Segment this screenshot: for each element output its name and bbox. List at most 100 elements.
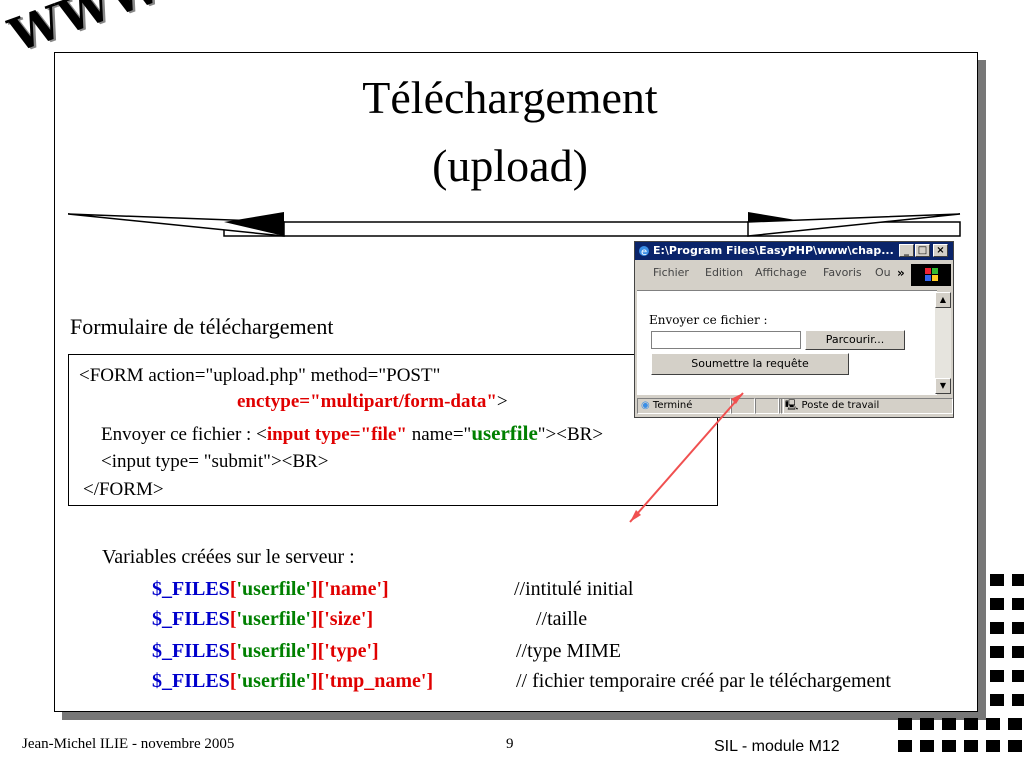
browser-statusbar: ◉ Terminé 🖳 Poste de travail (635, 396, 953, 417)
decorative-square (1012, 694, 1024, 706)
slide-title-line1: Téléchargement (362, 72, 658, 123)
menu-favoris[interactable]: Favoris (823, 266, 862, 279)
browser-window: e E:\Program Files\EasyPHP\www\chap... _… (634, 241, 954, 418)
upload-field-label: Envoyer ce fichier : (649, 313, 768, 327)
var-line-type: $_FILES['userfile']['type'] (152, 640, 379, 663)
browse-button[interactable]: Parcourir... (805, 330, 905, 350)
decorative-square (1008, 740, 1022, 752)
status-done-label: Terminé (652, 400, 693, 411)
decorative-square (898, 740, 912, 752)
computer-icon: 🖳 (785, 400, 802, 411)
scroll-down-icon[interactable]: ▼ (935, 378, 951, 394)
var-key-size: ['size'] (317, 608, 374, 630)
bracket: ] (310, 640, 318, 662)
windows-logo-icon (911, 264, 951, 286)
decorative-square (1012, 622, 1024, 634)
decorative-square (942, 740, 956, 752)
decorative-square (920, 718, 934, 730)
status-cell-1 (731, 398, 755, 414)
status-cell-2 (755, 398, 779, 414)
decorative-square (990, 670, 1004, 682)
code-line-2: enctype="multipart/form-data"> (237, 391, 508, 413)
menu-fichier[interactable]: Fichier (653, 266, 689, 279)
decorative-square (1012, 598, 1024, 610)
bracket: ] (310, 578, 318, 600)
bracket: ] (310, 670, 318, 692)
var-key-type: ['type'] (317, 640, 379, 662)
code-line-3: Envoyer ce fichier : <input type="file" … (101, 421, 603, 446)
footer-course: SIL - module M12 (714, 738, 840, 755)
var-line-tmp-name: $_FILES['userfile']['tmp_name'] (152, 670, 433, 693)
close-button[interactable]: × (933, 244, 948, 257)
code-line-2-tail: > (496, 391, 508, 412)
browser-title: E:\Program Files\EasyPHP\www\chap... (653, 244, 894, 257)
minimize-button[interactable]: _ (899, 244, 914, 257)
var-key-userfile: 'userfile' (236, 640, 311, 662)
var-line-name: $_FILES['userfile']['name'] (152, 578, 389, 601)
comment-tmp-name: // fichier temporaire créé par le téléch… (516, 670, 891, 692)
bracket: [ (229, 640, 237, 662)
form-section-label: Formulaire de téléchargement (70, 314, 334, 339)
var-key-name: ['name'] (317, 578, 389, 600)
status-zone: 🖳 Poste de travail (781, 398, 953, 414)
comment-size: //taille (536, 608, 588, 630)
decorative-square (986, 740, 1000, 752)
decorative-square (986, 718, 1000, 730)
var-key-tmp-name: ['tmp_name'] (317, 670, 434, 692)
slide-title-line2: (upload) (432, 140, 588, 191)
decorative-square (990, 694, 1004, 706)
decorative-square (1012, 574, 1024, 586)
code-line-3-tail: "><BR> (537, 424, 604, 445)
var-files: $_FILES (152, 578, 230, 600)
code-enctype: enctype="multipart/form-data" (237, 391, 497, 412)
decorative-square (1012, 646, 1024, 658)
menu-more-chevron-icon[interactable]: » (897, 266, 905, 280)
decorative-square (990, 574, 1004, 586)
code-input-file: input type="file" (266, 424, 407, 445)
decorative-square (898, 718, 912, 730)
code-userfile: userfile (471, 421, 538, 445)
vertical-scrollbar[interactable]: ▲ ▼ (935, 292, 951, 394)
comment-name: //intitulé initial (514, 578, 634, 600)
decorative-divider (68, 212, 961, 237)
var-files: $_FILES (152, 670, 230, 692)
footer-author: Jean-Michel ILIE - novembre 2005 (22, 736, 235, 752)
footer-page-number: 9 (506, 736, 514, 752)
browser-content: Envoyer ce fichier : Parcourir... Soumet… (637, 290, 937, 395)
menu-edition[interactable]: Edition (705, 266, 744, 279)
code-line-3-mid: name=" (406, 424, 472, 445)
decorative-square (990, 646, 1004, 658)
status-ie-icon: ◉ (641, 400, 653, 411)
browser-titlebar: e E:\Program Files\EasyPHP\www\chap... _… (635, 242, 953, 260)
svg-text:e: e (641, 247, 647, 257)
decorative-square (1012, 670, 1024, 682)
scroll-up-icon[interactable]: ▲ (935, 292, 951, 308)
ie-icon: e (639, 246, 649, 257)
decorative-square (964, 718, 978, 730)
bracket: [ (229, 670, 237, 692)
bracket: ] (310, 608, 318, 630)
decorative-square (990, 622, 1004, 634)
var-key-userfile: 'userfile' (236, 578, 311, 600)
comment-type: //type MIME (516, 640, 621, 662)
submit-query-button[interactable]: Soumettre la requête (651, 353, 849, 375)
file-path-input[interactable] (651, 331, 801, 349)
var-files: $_FILES (152, 608, 230, 630)
decorative-square (942, 718, 956, 730)
maximize-button[interactable]: □ (915, 244, 930, 257)
server-variables-heading: Variables créées sur le serveur : (102, 546, 355, 568)
code-line-3-pre: Envoyer ce fichier : < (101, 424, 267, 445)
bracket: [ (229, 578, 237, 600)
decorative-square (964, 740, 978, 752)
var-line-size: $_FILES['userfile']['size'] (152, 608, 373, 631)
menu-affichage[interactable]: Affichage (755, 266, 807, 279)
menu-outils[interactable]: Ou (875, 266, 891, 279)
var-key-userfile: 'userfile' (236, 608, 311, 630)
decorative-square (990, 598, 1004, 610)
code-line-1: <FORM action="upload.php" method="POST" (79, 365, 441, 386)
decorative-square (1008, 718, 1022, 730)
decorative-square (920, 740, 934, 752)
status-done: ◉ Terminé (637, 398, 731, 414)
code-line-4: <input type= "submit"><BR> (101, 451, 329, 472)
code-line-5: </FORM> (83, 479, 164, 500)
